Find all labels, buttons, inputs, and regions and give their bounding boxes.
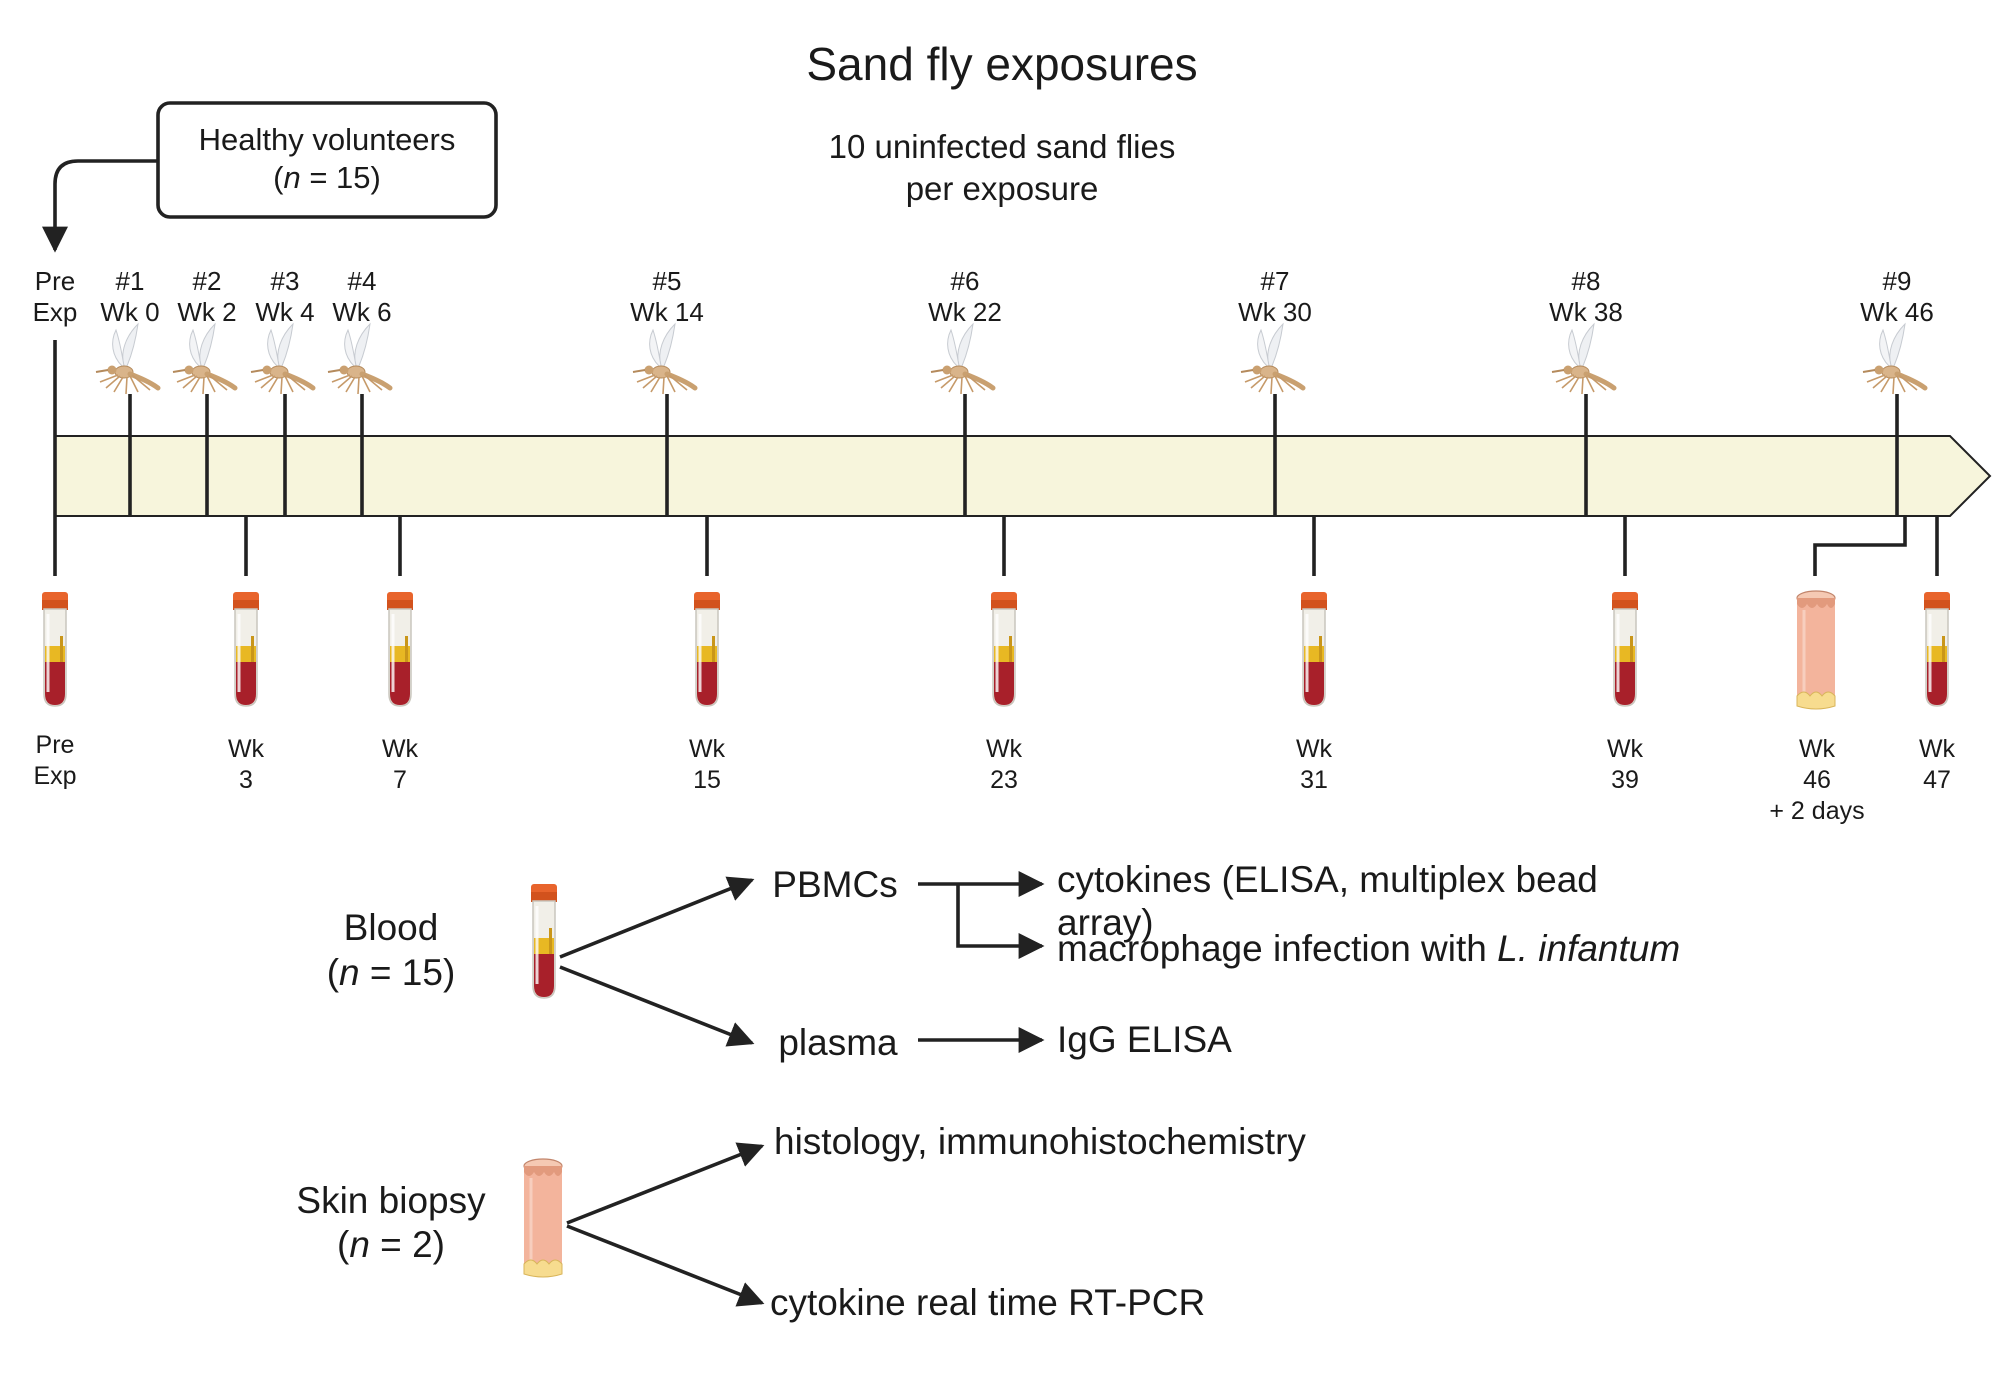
igg-elisa-label: IgG ELISA (1057, 1019, 1232, 1060)
diagram-title: Sand fly exposures (806, 38, 1197, 90)
exposure-week: Wk 22 (928, 297, 1002, 327)
arrow-to-rtpcr (566, 1224, 765, 1307)
exposure-number: #4 (348, 266, 377, 296)
exposure-week: Wk 0 (100, 297, 159, 327)
blood-tube-icon (529, 882, 559, 1000)
volunteers-label: Healthy volunteers (199, 122, 456, 157)
exposure-number: #6 (951, 266, 980, 296)
blood-label: Blood (344, 907, 439, 948)
blood-count: (n = 15) (327, 952, 456, 993)
exposure-number: #1 (116, 266, 145, 296)
sampling-label: 3 (239, 766, 253, 794)
plasma-label: plasma (778, 1022, 898, 1063)
exposure-week: Wk 2 (177, 297, 236, 327)
volunteers-arrow (42, 159, 158, 253)
subtitle-line-2: per exposure (906, 170, 1099, 207)
blood-flow: Blood (n = 15) PBMCs plasma cytokines (E… (327, 859, 1680, 1063)
sampling-label: 23 (990, 766, 1018, 794)
sampling-label: Wk (1799, 735, 1836, 763)
arrow-to-pbmcs (559, 876, 755, 959)
exposure-week: Wk 6 (332, 297, 391, 327)
exposure-week: Wk 14 (630, 297, 704, 327)
exposure-number: #9 (1883, 266, 1912, 296)
histology-label: histology, immunohistochemistry (774, 1121, 1306, 1162)
timeline (54, 435, 1992, 517)
sand-fly-icon (328, 324, 390, 394)
skin-biopsy-tube-icon (1795, 589, 1837, 711)
sampling-label: Wk (228, 735, 265, 763)
timeline-arrow-band (54, 435, 1992, 517)
sampling-label: Wk (1296, 735, 1333, 763)
macrophage-label: macrophage infection with L. infantum (1057, 928, 1680, 969)
exposure-week: Wk 46 (1860, 297, 1934, 327)
arrow-to-histology (566, 1142, 765, 1225)
sampling-label: 47 (1923, 766, 1951, 794)
pre-exposure-label: Pre (35, 266, 75, 296)
exposure-number: #3 (271, 266, 300, 296)
blood-tube-icon (1610, 590, 1640, 708)
sampling-label: + 2 days (1769, 797, 1864, 825)
blood-tube-icon (692, 590, 722, 708)
sampling-label: 15 (693, 766, 721, 794)
sampling-label: Wk (689, 735, 726, 763)
pbmcs-label: PBMCs (772, 864, 897, 905)
sand-fly-icon (96, 324, 158, 394)
skin-flow: Skin biopsy (n = 2) histology, immunohis… (296, 1121, 1306, 1323)
sand-fly-icon (1241, 324, 1303, 394)
exposure-number: #5 (653, 266, 682, 296)
sand-fly-icon (931, 324, 993, 394)
blood-tube-icon (1922, 590, 1952, 708)
sampling-label: Pre (36, 731, 75, 759)
skin-biopsy-tube-icon (522, 1157, 564, 1279)
sampling-label: 7 (393, 766, 407, 794)
exposure-number: #2 (193, 266, 222, 296)
sand-fly-icon (1552, 324, 1614, 394)
exposure-number: #7 (1261, 266, 1290, 296)
blood-tube-icon (231, 590, 261, 708)
sand-fly-icon (633, 324, 695, 394)
exposure-week: Wk 30 (1238, 297, 1312, 327)
skin-biopsy-label: Skin biopsy (296, 1180, 486, 1221)
subtitle-line-1: 10 uninfected sand flies (829, 128, 1176, 165)
skin-biopsy-count: (n = 2) (337, 1224, 445, 1265)
rtpcr-label: cytokine real time RT-PCR (770, 1282, 1205, 1323)
exposure-week: Wk 38 (1549, 297, 1623, 327)
cytokines-label: cytokines (ELISA, multiplex bead (1057, 859, 1598, 900)
sand-fly-icon (1863, 324, 1925, 394)
arrow-to-plasma (559, 965, 755, 1047)
blood-tube-icon (1299, 590, 1329, 708)
blood-tube-icon (40, 590, 70, 708)
volunteers-box: Healthy volunteers (n = 15) (156, 101, 498, 219)
sampling-label: Wk (1607, 735, 1644, 763)
exposure-week: Wk 4 (255, 297, 314, 327)
blood-tube-icon (989, 590, 1019, 708)
skin-biopsy-connector (1813, 516, 1907, 576)
sand-fly-icon (251, 324, 313, 394)
cytokines-label-line-2: array) (1057, 902, 1154, 943)
volunteers-count: (n = 15) (273, 160, 381, 195)
sampling-label: Exp (33, 762, 76, 790)
sampling-label: Wk (382, 735, 419, 763)
exposure-number: #8 (1572, 266, 1601, 296)
sampling-label: 31 (1300, 766, 1328, 794)
sampling-label: Wk (986, 735, 1023, 763)
pre-exposure-label: Exp (33, 297, 78, 327)
sampling-label: 46 (1803, 766, 1831, 794)
sand-fly-icon (173, 324, 235, 394)
sampling-label: 39 (1611, 766, 1639, 794)
arrow-to-macrophage (956, 884, 1045, 959)
sampling-label: Wk (1919, 735, 1956, 763)
blood-tube-icon (385, 590, 415, 708)
